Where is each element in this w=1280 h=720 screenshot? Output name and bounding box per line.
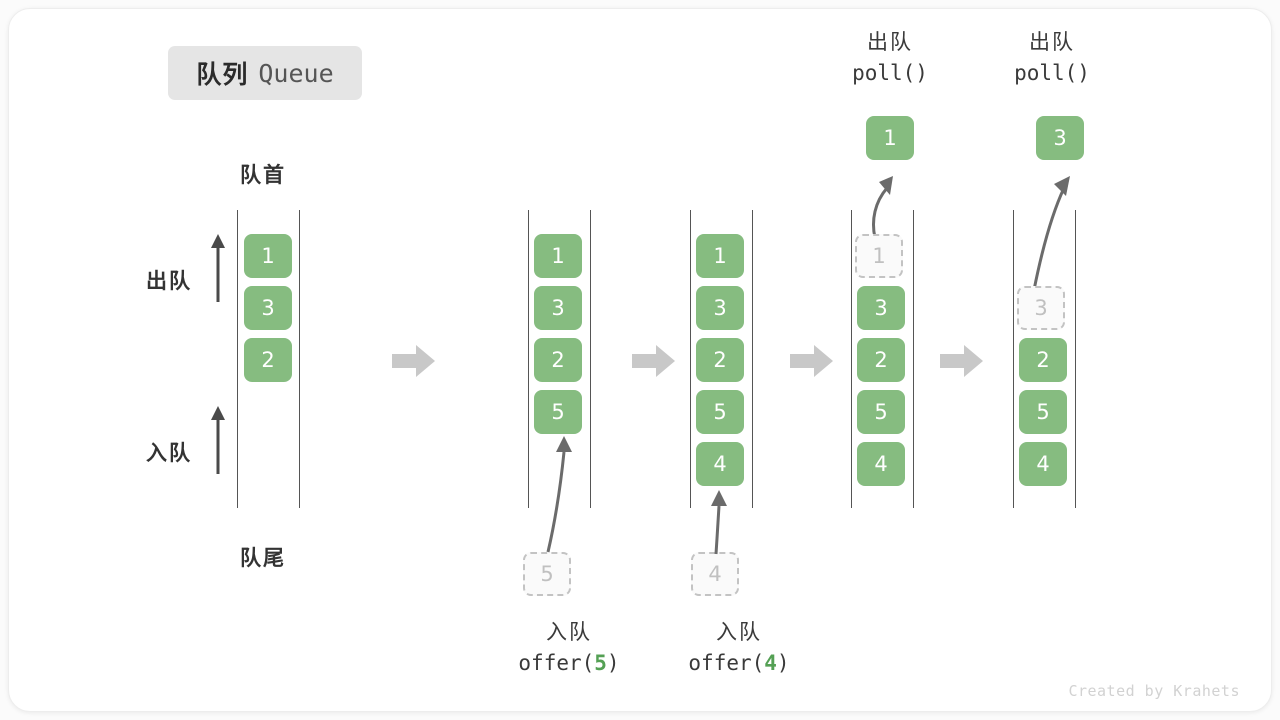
dequeue-direction-arrow-icon	[211, 234, 225, 302]
panel3-operation-code: offer(4)	[688, 651, 790, 676]
panel4-operation-cn: 出队	[867, 31, 913, 54]
panel4-rail-left	[851, 210, 852, 508]
panel2-enqueue-curve-arrow-icon	[546, 436, 572, 553]
panel3-ghost-cell: 4	[691, 552, 739, 596]
panel2-cell-3: 5	[534, 390, 582, 434]
panel4-rail-right	[913, 210, 914, 508]
panel3-cell-1: 3	[696, 286, 744, 330]
panel3-cell-3: 5	[696, 390, 744, 434]
watermark-credit: Created by Krahets	[1068, 682, 1240, 700]
panel1-cell-2: 2	[244, 338, 292, 382]
panel1-cell-0: 1	[244, 234, 292, 278]
panel2-operation-label: 入队 offer(5)	[459, 618, 679, 679]
flow-arrow-2-icon	[632, 345, 675, 377]
panel3-cell-2: 2	[696, 338, 744, 382]
panel3-rail-left	[690, 210, 691, 508]
label-dequeue-direction: 出队	[146, 270, 192, 293]
panel2-cell-0: 1	[534, 234, 582, 278]
panel2-cell-2: 2	[534, 338, 582, 382]
panel4-operation-code: poll()	[852, 61, 928, 86]
panel4-cell-2: 5	[857, 390, 905, 434]
flow-arrow-4-icon	[940, 345, 983, 377]
panel3-operation-cn: 入队	[716, 621, 762, 644]
panel4-cell-3: 4	[857, 442, 905, 486]
panel5-cell-2: 4	[1019, 442, 1067, 486]
panel2-operation-code: offer(5)	[518, 651, 620, 676]
panel5-popped-cell: 3	[1036, 116, 1084, 160]
panel2-rail-right	[590, 210, 591, 508]
panel2-rail-left	[528, 210, 529, 508]
panel4-ghost-cell: 1	[855, 234, 903, 278]
label-queue-tail: 队尾	[240, 547, 286, 570]
panel3-cell-0: 1	[696, 234, 744, 278]
enqueue-direction-arrow-icon	[211, 406, 225, 474]
panel5-cell-0: 2	[1019, 338, 1067, 382]
panel1-rail-left	[237, 210, 238, 508]
title-label-cn: 队列	[196, 61, 249, 89]
panel4-cell-1: 2	[857, 338, 905, 382]
panel2-operation-cn: 入队	[546, 621, 592, 644]
panel1-cell-1: 3	[244, 286, 292, 330]
panel5-rail-right	[1075, 210, 1076, 508]
panel5-operation-label: 出队 poll()	[962, 28, 1142, 89]
panel5-rail-left	[1013, 210, 1014, 508]
panel3-rail-right	[752, 210, 753, 508]
panel4-popped-cell: 1	[866, 116, 914, 160]
panel4-cell-0: 3	[857, 286, 905, 330]
panel5-operation-cn: 出队	[1029, 31, 1075, 54]
panel2-ghost-cell: 5	[523, 552, 571, 596]
panel4-dequeue-curve-arrow-icon	[872, 176, 893, 239]
label-enqueue-direction: 入队	[146, 442, 192, 465]
panel5-ghost-cell: 3	[1017, 286, 1065, 330]
title-label-en: Queue	[258, 58, 334, 88]
panel5-cell-1: 5	[1019, 390, 1067, 434]
label-queue-head: 队首	[240, 164, 286, 187]
panel5-dequeue-curve-arrow-icon	[1032, 176, 1070, 291]
panel1-rail-right	[299, 210, 300, 508]
panel4-operation-label: 出队 poll()	[800, 28, 980, 89]
panel3-cell-4: 4	[696, 442, 744, 486]
panel3-enqueue-curve-arrow-icon	[711, 490, 727, 555]
panel3-operation-label: 入队 offer(4)	[629, 618, 849, 679]
panel5-operation-code: poll()	[1014, 61, 1090, 86]
title-badge: 队列 Queue	[168, 46, 362, 100]
panel2-cell-1: 3	[534, 286, 582, 330]
flow-arrow-3-icon	[790, 345, 833, 377]
flow-arrow-1-icon	[392, 345, 435, 377]
